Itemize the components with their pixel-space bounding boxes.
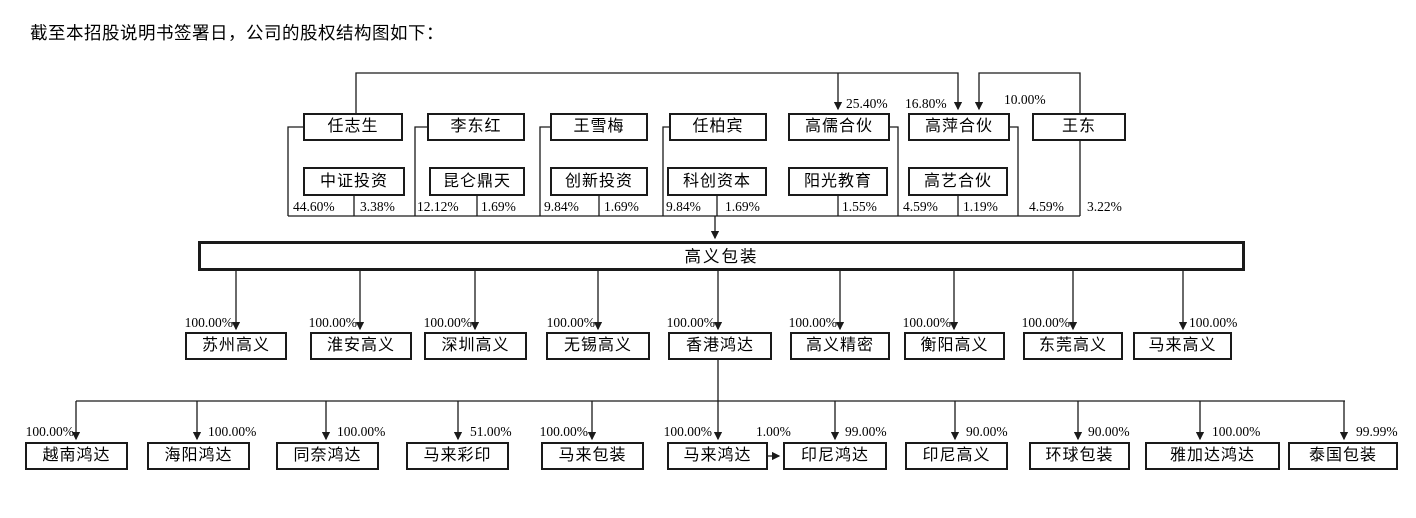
- org-box-yajiadahongda: 雅加达鸿达: [1145, 442, 1280, 470]
- pct-malaihongda: 100.00%: [663, 424, 712, 439]
- org-box-wangxuemei: 王雪梅: [550, 113, 648, 141]
- org-box-gaoyihehuo: 高艺合伙: [908, 167, 1008, 196]
- pct-huaiangaoyi: 100.00%: [308, 315, 357, 330]
- diagram-caption: 截至本招股说明书签署日，公司的股权结构图如下：: [30, 23, 444, 43]
- pct-lidonghong: 12.12%: [417, 199, 459, 214]
- org-box-malaibaozhuang: 马来包装: [541, 442, 644, 470]
- pct-malaigaoyi: 100.00%: [1189, 315, 1238, 330]
- org-box-haiyanghongda: 海阳鸿达: [147, 442, 250, 470]
- org-box-xianggangongda: 香港鸿达: [668, 332, 772, 360]
- pct-renzhisheng: 44.60%: [293, 199, 335, 214]
- pct-renbaibin: 9.84%: [666, 199, 701, 214]
- org-box-hengyanggaoyi: 衡阳高义: [904, 332, 1005, 360]
- pct-cross-link: 1.00%: [756, 424, 791, 439]
- org-box-yinnihongda: 印尼鸿达: [783, 442, 887, 470]
- pct-renzhisheng-gaoru: 25.40%: [846, 96, 888, 111]
- pct-suzhougaoyi: 100.00%: [184, 315, 233, 330]
- pct-yajiada: 100.00%: [1212, 424, 1261, 439]
- org-box-gaoyibaozhuang: 高义包装: [198, 241, 1245, 271]
- org-box-kunlundingtian: 昆仑鼎天: [429, 167, 525, 196]
- pct-yangguangjiaoyu: 1.55%: [842, 199, 877, 214]
- pct-gaoyihehuo: 1.19%: [963, 199, 998, 214]
- org-box-taiguobaozhuang: 泰国包装: [1288, 442, 1398, 470]
- org-box-wangdong: 王东: [1032, 113, 1126, 141]
- pct-gaoyijingmi: 100.00%: [788, 315, 837, 330]
- pct-kunlundingtian: 1.69%: [481, 199, 516, 214]
- org-box-lidonghong: 李东红: [427, 113, 525, 141]
- org-box-malaicaiyin: 马来彩印: [406, 442, 509, 470]
- pct-yuenanhongda: 100.00%: [25, 424, 74, 439]
- org-box-tongnaihongda: 同奈鸿达: [276, 442, 379, 470]
- org-box-gaoyijingmi: 高义精密: [790, 332, 890, 360]
- pct-shenzhengaoyi: 100.00%: [423, 315, 472, 330]
- org-box-yuenanhongda: 越南鸿达: [25, 442, 128, 470]
- org-box-malaihongda: 马来鸿达: [667, 442, 768, 470]
- pct-wuxigaoyi: 100.00%: [546, 315, 595, 330]
- org-box-chuangxintouzi: 创新投资: [550, 167, 648, 196]
- pct-yinnihongda: 99.00%: [845, 424, 887, 439]
- org-box-yinnigaoyi: 印尼高义: [905, 442, 1008, 470]
- pct-zhongzhengtouzi: 3.38%: [360, 199, 395, 214]
- pct-huanqiu: 90.00%: [1088, 424, 1130, 439]
- org-box-gaoruhehuo: 高儒合伙: [788, 113, 890, 141]
- pct-hengyanggaoyi: 100.00%: [902, 315, 951, 330]
- org-box-shenzhengaoyi: 深圳高义: [424, 332, 527, 360]
- org-box-zhongzhengtouzi: 中证投资: [303, 167, 405, 196]
- wire-renzhisheng-to-gaoping: [355, 72, 963, 113]
- wire-wangdong-to-gaoping: [974, 72, 1081, 113]
- org-box-wuxigaoyi: 无锡高义: [546, 332, 650, 360]
- pct-malaicaiyin: 51.00%: [470, 424, 512, 439]
- org-box-dongguangaoyi: 东莞高义: [1023, 332, 1123, 360]
- pct-chuangxintouzi: 1.69%: [604, 199, 639, 214]
- pct-dongguangaoyi: 100.00%: [1021, 315, 1070, 330]
- pct-gaoruhehuo: 4.59%: [903, 199, 938, 214]
- org-box-huaiangaoyi: 淮安高义: [310, 332, 412, 360]
- pct-renzhisheng-gaoping: 16.80%: [905, 96, 947, 111]
- pct-haiyanghongda: 100.00%: [208, 424, 257, 439]
- pct-gaopinghehuo: 4.59%: [1029, 199, 1064, 214]
- pct-malaibaozhuang: 100.00%: [539, 424, 588, 439]
- pct-wangxuemei: 9.84%: [544, 199, 579, 214]
- pct-taiguo: 99.99%: [1356, 424, 1398, 439]
- org-box-renbaibin: 任柏宾: [669, 113, 767, 141]
- pct-tongnaihongda: 100.00%: [337, 424, 386, 439]
- org-box-suzhougaoyi: 苏州高义: [185, 332, 287, 360]
- org-box-huanqiubaozhuang: 环球包装: [1029, 442, 1130, 470]
- org-box-kechuangziben: 科创资本: [667, 167, 767, 196]
- wire-group: [71, 72, 1349, 461]
- pct-wangdong: 3.22%: [1087, 199, 1122, 214]
- org-box-yangguangjiaoyu: 阳光教育: [788, 167, 888, 196]
- pct-xianggang: 100.00%: [666, 315, 715, 330]
- org-box-malaigaoyi: 马来高义: [1133, 332, 1232, 360]
- org-box-gaopinghehuo: 高萍合伙: [908, 113, 1010, 141]
- org-box-renzhisheng: 任志生: [303, 113, 403, 141]
- pct-yinnigaoyi: 90.00%: [966, 424, 1008, 439]
- pct-kechuangziben: 1.69%: [725, 199, 760, 214]
- pct-wangdong-gaoping: 10.00%: [1004, 92, 1046, 107]
